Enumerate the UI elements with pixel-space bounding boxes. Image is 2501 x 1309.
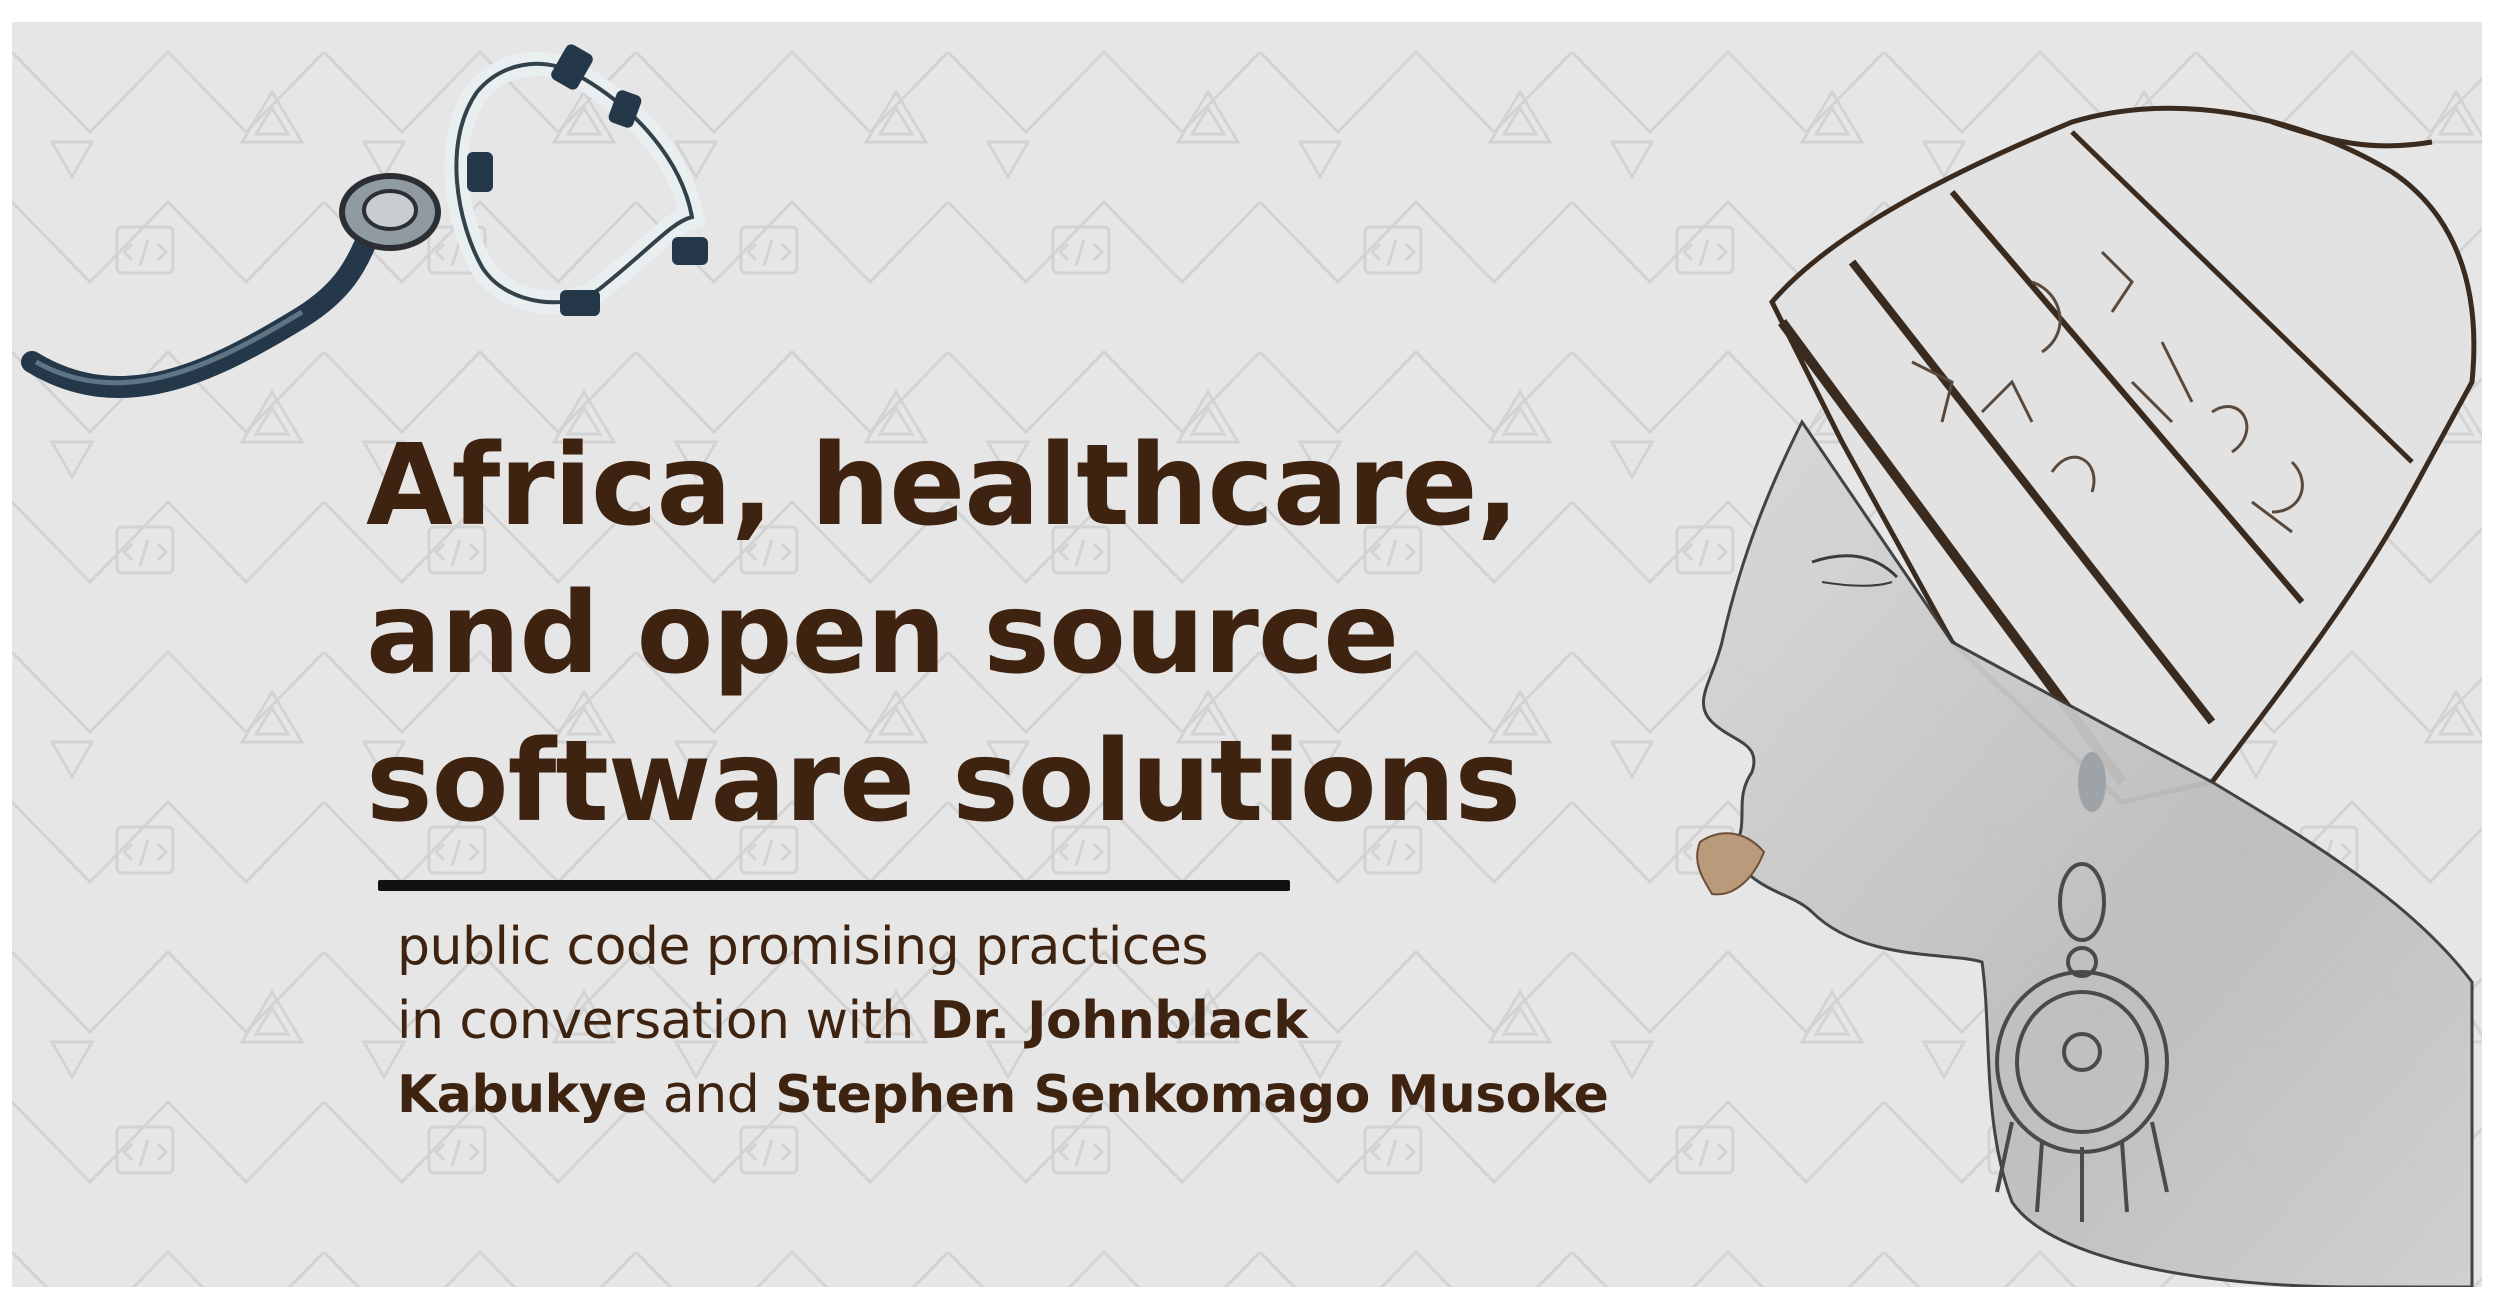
title-divider <box>378 880 1290 891</box>
stethoscope-icon <box>21 44 708 398</box>
subtitle-line-2: in conversation with Dr. Johnblack <box>397 984 1697 1058</box>
title-line-3: software solutions <box>366 717 1521 847</box>
subtitle-line-3: Kabukye and Stephen Senkomago Musoke <box>397 1058 1697 1132</box>
woman-portrait-illustration <box>1696 105 2477 1287</box>
subtitle-prefix: in conversation with <box>397 991 930 1051</box>
guest-1-last: Kabukye <box>397 1065 647 1125</box>
lips <box>1696 832 1766 896</box>
title-line-1: Africa, healthcare, <box>366 421 1519 551</box>
bottom-border <box>0 1287 2501 1309</box>
subtitle-line-1: public code promising practices <box>397 917 1208 977</box>
subtitle-connector: and <box>646 1065 776 1125</box>
guest-1-first: Dr. Johnblack <box>929 991 1308 1051</box>
page-title: Africa, healthcare, and open source soft… <box>366 412 1626 856</box>
title-line-2: and open source <box>366 569 1399 699</box>
subtitle: public code promising practices in conve… <box>397 910 1697 1132</box>
guest-2-name: Stephen Senkomago Musoke <box>775 1065 1609 1125</box>
banner: Africa, healthcare, and open source soft… <box>12 22 2482 1287</box>
